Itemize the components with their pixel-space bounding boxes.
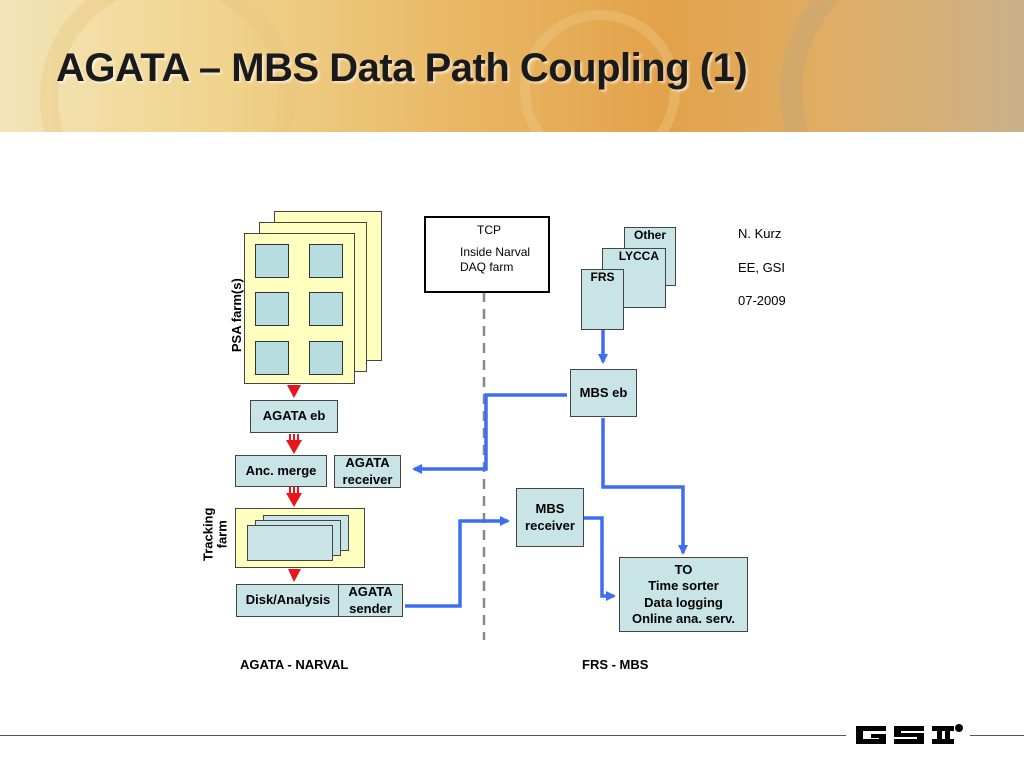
agata-eb-box: AGATA eb bbox=[250, 400, 338, 433]
gsi-logo bbox=[856, 724, 963, 744]
frs-section-label: FRS - MBS bbox=[582, 657, 649, 672]
author-note: N. Kurz EE, GSI 07-2009 bbox=[738, 209, 786, 327]
psa-node bbox=[255, 341, 289, 375]
agata-section-label: AGATA - NARVAL bbox=[240, 657, 349, 672]
legend-tcp-label: TCP bbox=[477, 223, 501, 237]
agata-sender-box: AGATA sender bbox=[338, 584, 403, 617]
agata-receiver-box: AGATA receiver bbox=[334, 455, 401, 488]
author-org: EE, GSI bbox=[738, 259, 785, 275]
narval-eb-to-merge bbox=[286, 434, 302, 454]
psa-node bbox=[309, 341, 343, 375]
legend-narval-label: Inside Narval DAQ farm bbox=[460, 245, 531, 274]
psa-node bbox=[255, 244, 289, 278]
lycca-label: LYCCA bbox=[618, 249, 659, 263]
narval-psa-to-eb bbox=[287, 385, 301, 398]
frs-box: FRS bbox=[581, 269, 624, 330]
title-banner: AGATA – MBS Data Path Coupling (1) bbox=[0, 0, 1024, 132]
tracking-farm bbox=[235, 508, 365, 568]
anc-merge-box: Anc. merge bbox=[235, 455, 327, 487]
footer-rule bbox=[0, 735, 846, 736]
tcp-mbs-eb-to-agata-receiver bbox=[412, 393, 567, 474]
psa-farm-label: PSA farm(s) bbox=[228, 278, 244, 353]
disk-analysis-box: Disk/Analysis bbox=[236, 584, 340, 617]
author-name: N. Kurz bbox=[738, 225, 782, 241]
footer-rule bbox=[970, 735, 1024, 736]
tcp-mbs-eb-to-to bbox=[601, 418, 688, 555]
frs-label: FRS bbox=[590, 270, 615, 284]
other-label: Other bbox=[633, 228, 666, 242]
to-box: TO Time sorter Data logging Online ana. … bbox=[619, 557, 748, 632]
narval-merge-to-tracking bbox=[286, 487, 302, 507]
legend-box: TCP Inside Narval DAQ farm bbox=[424, 216, 550, 293]
mbs-eb-box: MBS eb bbox=[570, 369, 637, 417]
slide-title: AGATA – MBS Data Path Coupling (1) bbox=[56, 46, 748, 90]
tracking-node bbox=[247, 525, 333, 561]
mbs-receiver-box: MBS receiver bbox=[516, 488, 584, 547]
psa-node bbox=[309, 244, 343, 278]
author-date: 07-2009 bbox=[738, 293, 786, 309]
banner-decoration bbox=[520, 10, 680, 132]
psa-node bbox=[255, 292, 289, 326]
tcp-mbs-receiver-to-to bbox=[584, 516, 616, 601]
psa-node bbox=[309, 292, 343, 326]
psa-farm-front bbox=[244, 233, 355, 384]
tcp-agata-sender-to-mbs-receiver bbox=[405, 516, 510, 608]
narval-tracking-to-disk bbox=[288, 569, 301, 582]
tracking-farm-label: Tracking farm bbox=[200, 507, 230, 562]
